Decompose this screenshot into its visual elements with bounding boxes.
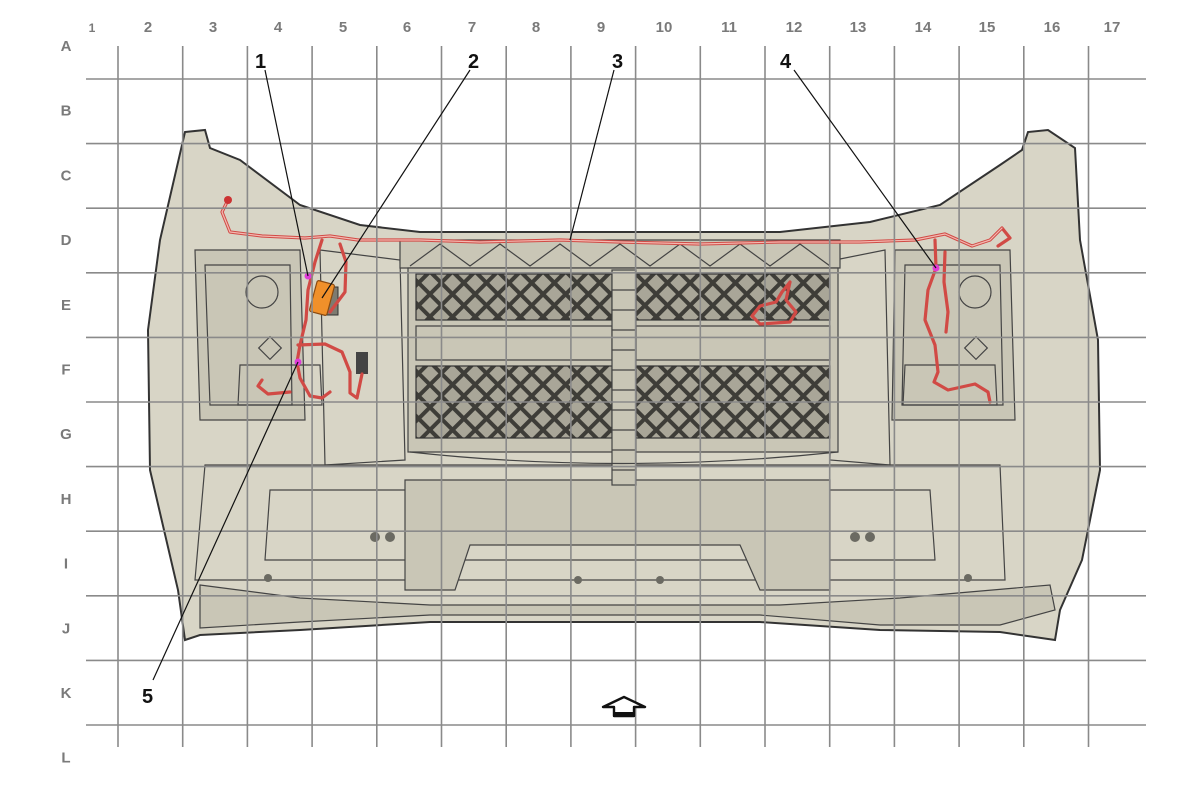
right-diamond-clip [963, 335, 989, 361]
harness-left-lamp-loop [256, 378, 292, 396]
leader-2 [321, 69, 471, 299]
row-labels: A B C D E F G H I J K L [60, 38, 72, 767]
grille-mesh-upper-right [635, 273, 831, 321]
harness-right-branch [923, 238, 992, 404]
leader-4 [793, 69, 937, 269]
left-sensor [356, 352, 368, 374]
upper-crossbar-zigzag [409, 243, 831, 267]
column-label-16: 16 [1044, 19, 1061, 36]
column-label-17: 17 [1104, 19, 1121, 36]
callout-4: 4 [780, 51, 792, 73]
column-label-15: 15 [979, 19, 996, 36]
column-label-4: 4 [274, 19, 283, 36]
grille-center-spine [611, 269, 637, 486]
row-label-B: B [61, 103, 72, 120]
left-fog-recess [237, 364, 323, 406]
bumper-assembly [146, 128, 1102, 642]
lower-frame [194, 464, 1006, 581]
row-label-K: K [61, 685, 72, 702]
callout-labels: 1 2 3 4 5 [142, 51, 792, 708]
column-label-5: 5 [339, 19, 347, 36]
leader-5 [152, 361, 299, 681]
harness-left-fog [296, 342, 364, 400]
row-label-L: L [61, 750, 70, 767]
right-lamp-housing [891, 249, 1016, 421]
forward-arrow-icon [601, 695, 647, 718]
right-lamp-inner [901, 264, 1004, 406]
callout-5: 5 [142, 686, 153, 708]
column-label-10: 10 [656, 19, 673, 36]
harness-left-branch-b [328, 242, 348, 314]
column-label-9: 9 [597, 19, 605, 36]
lower-lip [199, 584, 1056, 629]
column-label-7: 7 [468, 19, 476, 36]
row-label-H: H [61, 491, 72, 508]
right-fog-recess [902, 364, 998, 406]
upper-crossbar [399, 239, 841, 269]
callout-1: 1 [255, 51, 266, 73]
column-label-12: 12 [786, 19, 803, 36]
column-label-13: 13 [850, 19, 867, 36]
row-label-C: C [61, 167, 72, 184]
row-label-J: J [62, 620, 70, 637]
left-side-bracket [319, 249, 406, 466]
column-label-6: 6 [403, 19, 411, 36]
grille-mesh-upper-left [415, 273, 613, 321]
row-label-G: G [60, 426, 72, 443]
harness-end-cap [224, 196, 232, 204]
harness-center-loop [750, 280, 798, 326]
harness-main-run-core [221, 199, 1003, 247]
row-label-D: D [61, 232, 72, 249]
column-label-11: 11 [721, 19, 737, 36]
left-lamp-socket [245, 275, 279, 309]
wiring-harness [220, 196, 1012, 404]
grille-bottom-arc [409, 451, 839, 465]
callout-leaders [152, 69, 937, 681]
leader-1 [264, 69, 309, 277]
callout-3: 3 [612, 51, 623, 73]
row-label-F: F [61, 362, 70, 379]
left-lamp-housing [194, 249, 306, 421]
column-label-3: 3 [209, 19, 217, 36]
row-label-E: E [61, 297, 71, 314]
column-label-14: 14 [915, 19, 932, 36]
harness-right-branch-b [942, 250, 950, 334]
callout-2: 2 [468, 51, 479, 73]
left-diamond-clip [257, 335, 283, 361]
grille-center-spine-ladder [612, 289, 636, 471]
leader-3 [569, 69, 615, 241]
column-label-1: 1 [89, 21, 96, 35]
row-label-I: I [64, 556, 68, 573]
column-label-8: 8 [532, 19, 540, 36]
row-label-A: A [61, 38, 72, 55]
grid-overlay [86, 46, 1146, 747]
mounting-studs [264, 532, 972, 584]
column-label-2: 2 [144, 19, 152, 36]
